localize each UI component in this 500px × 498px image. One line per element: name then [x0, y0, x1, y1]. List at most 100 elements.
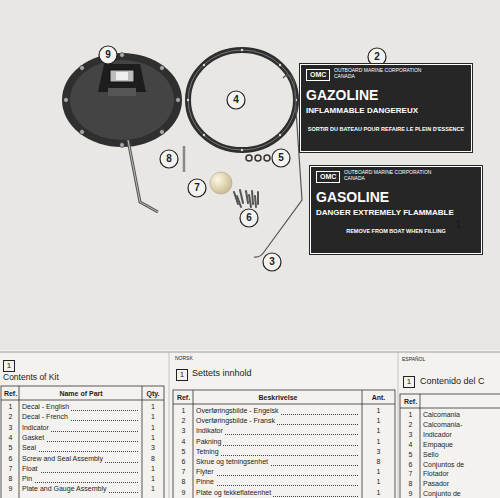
table-cell: 3 — [2, 424, 19, 432]
table-cell: Pin — [22, 475, 34, 483]
table-cell: 4 — [401, 441, 420, 449]
callout-number: 3 — [263, 253, 281, 271]
table-cell: 6 — [2, 455, 19, 463]
callout-number: 4 — [227, 91, 245, 109]
table-cell: 8 — [362, 458, 395, 466]
table-cell: Conjuntos de — [423, 461, 464, 469]
table-cell: 6 — [401, 461, 420, 469]
table-cell: 9 — [174, 489, 193, 497]
table-cell: Flotador — [423, 470, 449, 478]
table-cell: Decal - French — [22, 413, 70, 421]
column-header: Name of Part — [20, 390, 142, 398]
table-cell: 1 — [142, 465, 164, 473]
section-number: 1 — [3, 360, 15, 372]
table-cell: Indicator — [22, 424, 51, 432]
table-cell: 1 — [142, 434, 164, 442]
section-heading: Settets innhold — [192, 368, 252, 378]
table-cell: 7 — [174, 468, 193, 476]
table-cell: 8 — [401, 480, 420, 488]
table-cell: Tetning — [196, 448, 221, 456]
table-cell: Gasket — [22, 434, 46, 442]
table-cell: 4 — [174, 438, 193, 446]
table-cell: 1 — [142, 475, 164, 483]
callout-number: 7 — [188, 179, 206, 197]
table-cell: 5 — [401, 451, 420, 459]
dot-leader — [196, 485, 358, 486]
decal-text: REMOVE FROM BOAT WHEN FILLING — [316, 228, 476, 234]
table-cell: 1 — [362, 478, 395, 486]
decal-text: INFLAMMABLE DANGEREUX — [306, 107, 466, 116]
table-cell: Indicador — [423, 431, 452, 439]
table-cell: 1 — [362, 489, 395, 497]
table-cell: Plate and Gauge Assembly — [22, 485, 108, 493]
table-cell: Decal - English — [22, 403, 71, 411]
table-cell: 1 — [2, 403, 19, 411]
table-cell: 8 — [2, 475, 19, 483]
decal-text: GASOLINE — [316, 190, 476, 205]
table-cell: Sello — [423, 451, 439, 459]
column-header: Beskrivelse — [194, 394, 362, 402]
warning-decal: OMCOUTBOARD MARINE CORPORATION CANADAGAS… — [310, 166, 482, 254]
table-cell: 1 — [362, 468, 395, 476]
table-cell: Pakning — [196, 438, 223, 446]
table-cell: 1 — [142, 424, 164, 432]
callout-number: 2 — [368, 48, 386, 66]
table-cell: 2 — [2, 413, 19, 421]
table-cell: 1 — [401, 411, 420, 419]
table-cell: Calcomania- — [423, 421, 462, 429]
column-header: Ref. — [174, 394, 193, 402]
table-cell: Pinne — [196, 478, 216, 486]
dot-leader — [22, 482, 138, 483]
callout-number: 9 — [99, 46, 117, 64]
table-cell: 5 — [2, 444, 19, 452]
table-cell: 8 — [142, 455, 164, 463]
decal-text: SORTIR DU BATEAU POUR REFAIRE LE PLEIN D… — [306, 126, 466, 132]
table-cell: Plate og tekkeflateenhet — [196, 489, 273, 497]
table-cell: 3 — [174, 427, 193, 435]
table-cell: Conjunto de — [423, 490, 461, 498]
table-cell: 9 — [401, 490, 420, 498]
table-cell: 1 — [362, 407, 395, 415]
decal-text: OMC — [306, 69, 330, 81]
callout-number: 6 — [240, 209, 258, 227]
table-cell: 6 — [174, 458, 193, 466]
table-cell: 3 — [362, 448, 395, 456]
table-cell: 8 — [174, 478, 193, 486]
column-header: Ref. — [401, 398, 420, 406]
table-cell: Overføringsbilde - Fransk — [196, 417, 277, 425]
table-cell: 7 — [401, 470, 420, 478]
table-cell: 1 — [362, 427, 395, 435]
dot-leader — [196, 475, 358, 476]
table-cell: 1 — [142, 403, 164, 411]
dot-leader — [22, 451, 138, 452]
section-heading: Contenido del C — [420, 376, 485, 386]
table-cell: Pasador — [423, 480, 449, 488]
table-cell: 1 — [174, 407, 193, 415]
table-cell: 2 — [174, 417, 193, 425]
decal-text: OUTBOARD MARINE CORPORATION CANADA — [344, 170, 439, 181]
table-cell: 9 — [2, 485, 19, 493]
column-header: Ant. — [362, 394, 395, 402]
decal-text: GAZOLINE — [306, 88, 466, 103]
table-cell: Skrue og tetningsenhet — [196, 458, 270, 466]
table-cell: 1 — [362, 417, 395, 425]
table-cell: Overføringsbilde - Engelsk — [196, 407, 280, 415]
column-header: Ref. — [2, 390, 19, 398]
table-cell: Float — [22, 465, 40, 473]
language-tag: NORSK — [175, 356, 193, 362]
table-cell: 3 — [142, 444, 164, 452]
callout-number: 1 — [449, 216, 467, 234]
section-heading: Contents of Kit — [3, 373, 59, 383]
table-cell: Screw and Seal Assembly — [22, 455, 105, 463]
section-number: 1 — [403, 376, 415, 388]
callout-number: 5 — [272, 149, 290, 167]
table-cell: Empaque — [423, 441, 453, 449]
decal-text: OUTBOARD MARINE CORPORATION CANADA — [334, 68, 429, 79]
section-number: 1 — [176, 369, 188, 381]
table-cell: 1 — [142, 485, 164, 493]
table-cell: Indikator — [196, 427, 225, 435]
warning-decal: OMC OUTBOARD MARINE CORPORATION CANADA GAZ… — [300, 64, 472, 152]
decal-text: DANGER EXTREMELY FLAMMABLE — [316, 209, 476, 218]
column-header: Qty. — [142, 390, 164, 398]
table-cell: Calcomania — [423, 411, 460, 419]
